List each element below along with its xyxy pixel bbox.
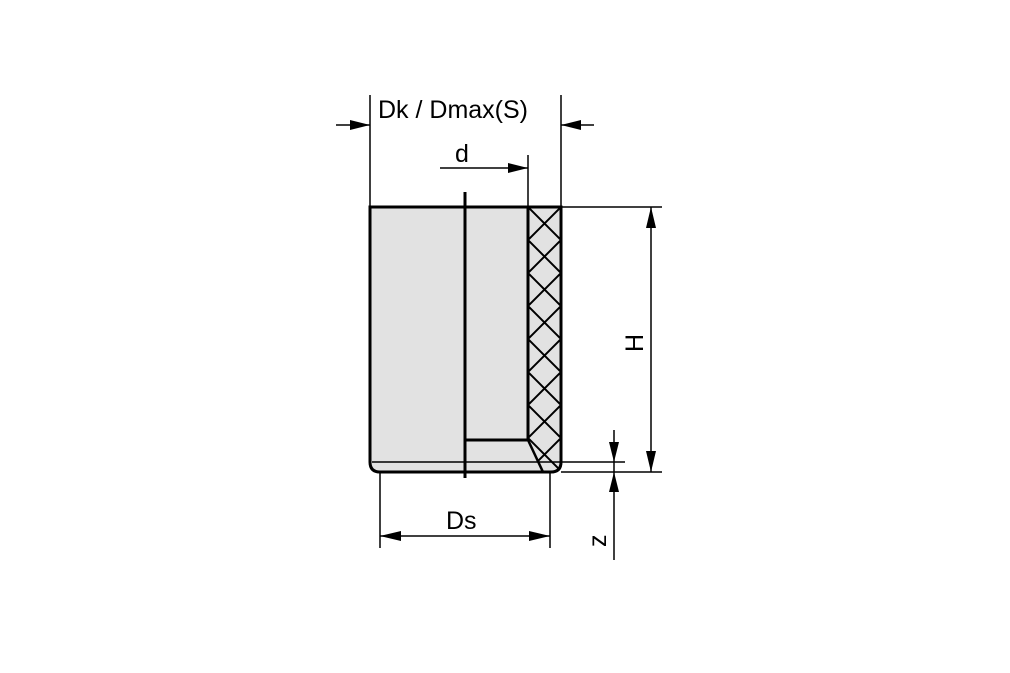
label-inner-diameter: d: [455, 140, 469, 168]
dimension-shaft-diameter: Ds: [379, 472, 551, 548]
liner-section: [526, 205, 563, 474]
dimension-inner-diameter: d: [440, 140, 529, 207]
label-offset: z: [584, 535, 612, 548]
dimension-offset: z: [584, 430, 619, 560]
dimension-height: H: [561, 206, 662, 473]
label-height: H: [621, 334, 649, 352]
label-outer-diameter: Dk / Dmax(S): [378, 96, 528, 124]
bushing-body: [368, 192, 625, 478]
dimension-outer-diameter: Dk / Dmax(S): [336, 95, 594, 207]
label-shaft-diameter: Ds: [446, 507, 477, 535]
